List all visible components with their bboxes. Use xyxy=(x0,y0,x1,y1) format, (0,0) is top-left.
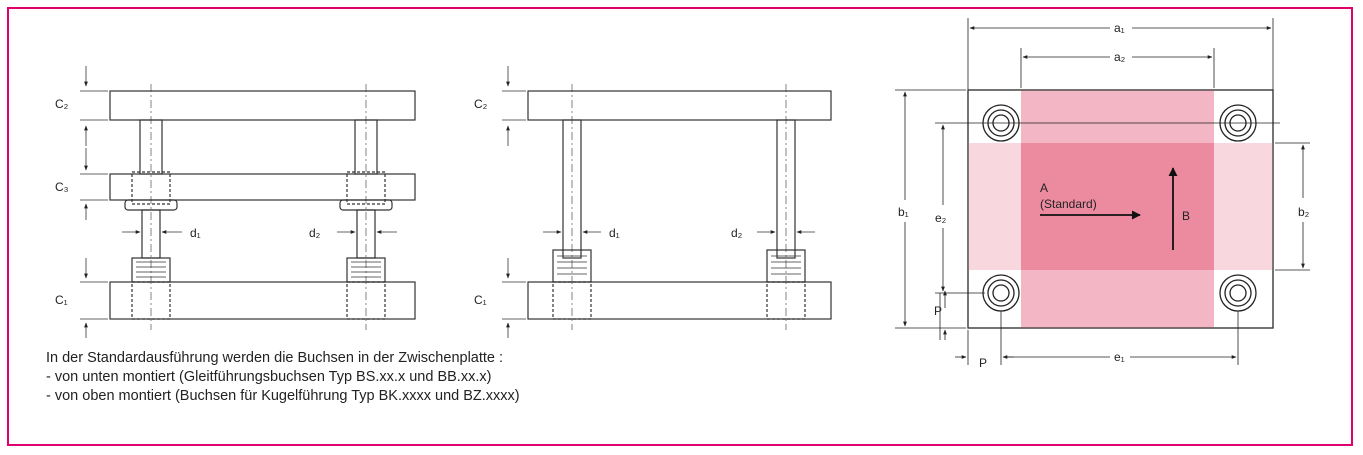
direction-a-label: A xyxy=(1040,181,1048,195)
left-side-view xyxy=(80,66,416,338)
middle-d1-label: d₁ xyxy=(609,226,620,240)
left-c1-label: C₁ xyxy=(55,293,68,307)
hole-right xyxy=(766,281,806,320)
description-line-3: - von oben montiert (Buchsen für Kugelfü… xyxy=(46,388,520,404)
middle-c1-label: C₁ xyxy=(474,293,487,307)
description-line-2: - von unten montiert (Gleitführungsbuchs… xyxy=(46,369,492,385)
e2-label: e₂ xyxy=(935,211,947,225)
top-plate xyxy=(527,90,832,121)
hole-right xyxy=(346,281,386,320)
description-line-1: In der Standardausführung werden die Buc… xyxy=(46,350,504,366)
left-c2-label: C₂ xyxy=(55,97,69,111)
left-d2-label: d₂ xyxy=(309,226,321,240)
e1-label: e₁ xyxy=(1114,350,1125,364)
left-d1-label: d₁ xyxy=(190,226,201,240)
top-plate xyxy=(109,90,416,121)
b1-label: b₁ xyxy=(898,205,909,219)
direction-b-label: B xyxy=(1182,209,1190,223)
pillar-bottom-right xyxy=(1219,274,1257,312)
hole-left xyxy=(552,281,592,320)
drawing-frame xyxy=(7,7,1353,446)
zone-center xyxy=(1021,143,1214,270)
p-bottom-label: P xyxy=(979,356,987,370)
middle-d2-label: d₂ xyxy=(731,226,743,240)
description-text: In der Standardausführung werden die Buc… xyxy=(46,349,520,406)
middle-c2-label: C₂ xyxy=(474,97,488,111)
direction-a-note: (Standard) xyxy=(1040,197,1097,211)
hole-left xyxy=(131,281,171,320)
pillar-bottom-left xyxy=(982,274,1020,312)
a2-label: a₂ xyxy=(1114,50,1126,64)
b2-label: b₂ xyxy=(1298,205,1310,219)
guide-pillar-right xyxy=(776,119,796,259)
intermediate-plate xyxy=(109,173,416,201)
guide-pillar-left xyxy=(562,119,582,259)
a1-label: a₁ xyxy=(1114,21,1125,35)
bottom-plate xyxy=(527,281,832,320)
bottom-plate xyxy=(109,281,416,320)
top-view xyxy=(895,18,1310,365)
left-c3-label: C₃ xyxy=(55,180,69,194)
middle-side-view xyxy=(502,66,832,338)
p-left-label: P xyxy=(934,304,942,318)
